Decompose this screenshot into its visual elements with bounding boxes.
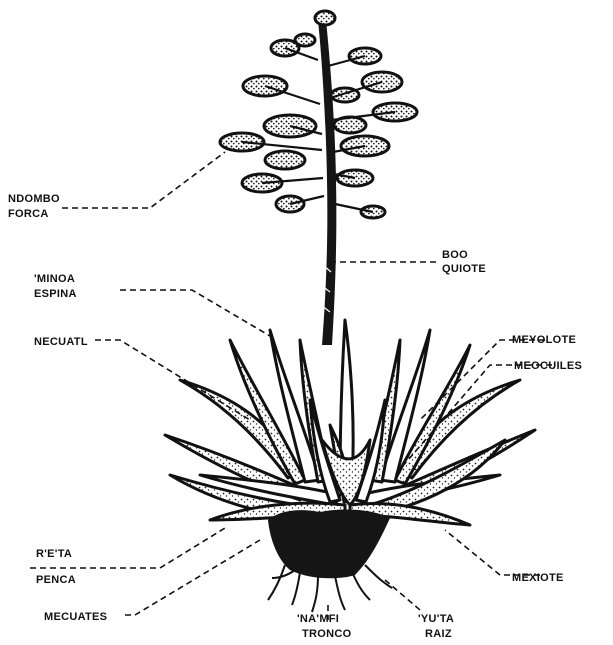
label-tronco: TRONCO bbox=[302, 628, 352, 640]
quiote-stalk bbox=[318, 20, 336, 345]
label-mecuates: MECUATES bbox=[44, 611, 107, 623]
label-reta-penca: R'E'TA PENCA bbox=[36, 548, 76, 586]
label-penca: PENCA bbox=[36, 574, 76, 586]
label-ndombo: NDOMBO bbox=[8, 193, 60, 205]
roots bbox=[268, 510, 392, 612]
label-minoa: 'MINOA bbox=[34, 273, 75, 285]
label-reta: R'E'TA bbox=[36, 548, 72, 560]
label-necuatl: NECUATL bbox=[34, 336, 88, 348]
label-meocuiles: MEOCUILES bbox=[514, 360, 582, 372]
label-yuta-raiz: 'YU'TA RAIZ bbox=[418, 613, 454, 640]
label-boo-quiote: BOO QUIOTE bbox=[442, 249, 486, 275]
label-quiote: QUIOTE bbox=[442, 263, 486, 275]
flower-clusters bbox=[220, 11, 417, 218]
label-mexiote: MEXIOTE bbox=[512, 572, 564, 584]
label-namfi: 'NA'MFI bbox=[297, 613, 339, 625]
label-raiz: RAIZ bbox=[425, 628, 452, 640]
label-yuta: 'YU'TA bbox=[418, 613, 454, 625]
label-espina: ESPINA bbox=[34, 288, 77, 300]
label-meyolote: MEYOLOTE bbox=[512, 334, 576, 346]
label-minoa-espina: 'MINOA ESPINA bbox=[34, 273, 77, 300]
label-ndombo-forca: NDOMBO FORCA bbox=[8, 193, 60, 220]
label-forca: FORCA bbox=[8, 208, 49, 220]
label-boo: BOO bbox=[442, 249, 468, 261]
label-namfi-tronco: 'NA'MFI TRONCO bbox=[297, 613, 352, 640]
agave-rosette bbox=[165, 320, 535, 525]
